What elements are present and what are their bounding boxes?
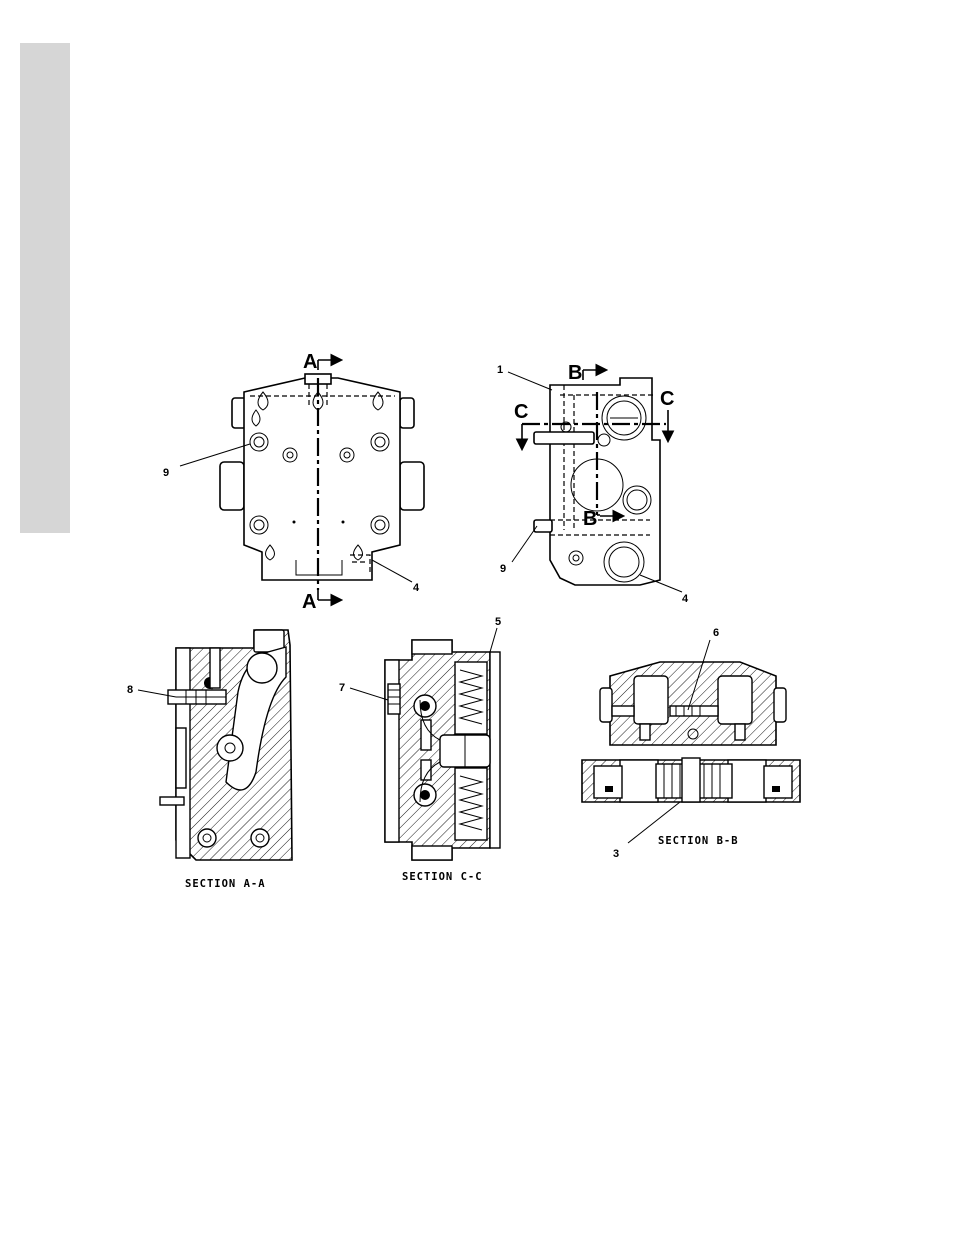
top-left-view xyxy=(180,360,424,600)
callout-8: 8 xyxy=(127,684,133,696)
section-aa-drawing xyxy=(138,630,292,860)
section-a-top: A xyxy=(303,351,317,373)
callout-9-left: 9 xyxy=(163,467,169,479)
callout-4-left: 4 xyxy=(413,582,420,594)
callout-6: 6 xyxy=(713,627,719,639)
callout-7: 7 xyxy=(339,682,345,694)
section-b-bottom: B xyxy=(583,508,597,530)
section-a-bottom: A xyxy=(302,591,316,613)
section-cc-drawing xyxy=(350,628,500,860)
callout-9-right: 9 xyxy=(500,563,506,575)
section-b-top: B xyxy=(568,362,582,384)
section-bb-drawing xyxy=(582,640,800,843)
top-right-view xyxy=(508,370,682,592)
section-c-left: C xyxy=(514,401,528,423)
caption-section-cc: SECTION C-C xyxy=(402,871,483,883)
callout-4-right: 4 xyxy=(682,593,689,605)
section-c-right: C xyxy=(660,388,674,410)
caption-section-aa: SECTION A-A xyxy=(185,878,266,890)
callout-5: 5 xyxy=(495,616,501,628)
callout-1: 1 xyxy=(497,364,503,376)
callout-3: 3 xyxy=(613,848,619,860)
caption-section-bb: SECTION B-B xyxy=(658,835,739,847)
